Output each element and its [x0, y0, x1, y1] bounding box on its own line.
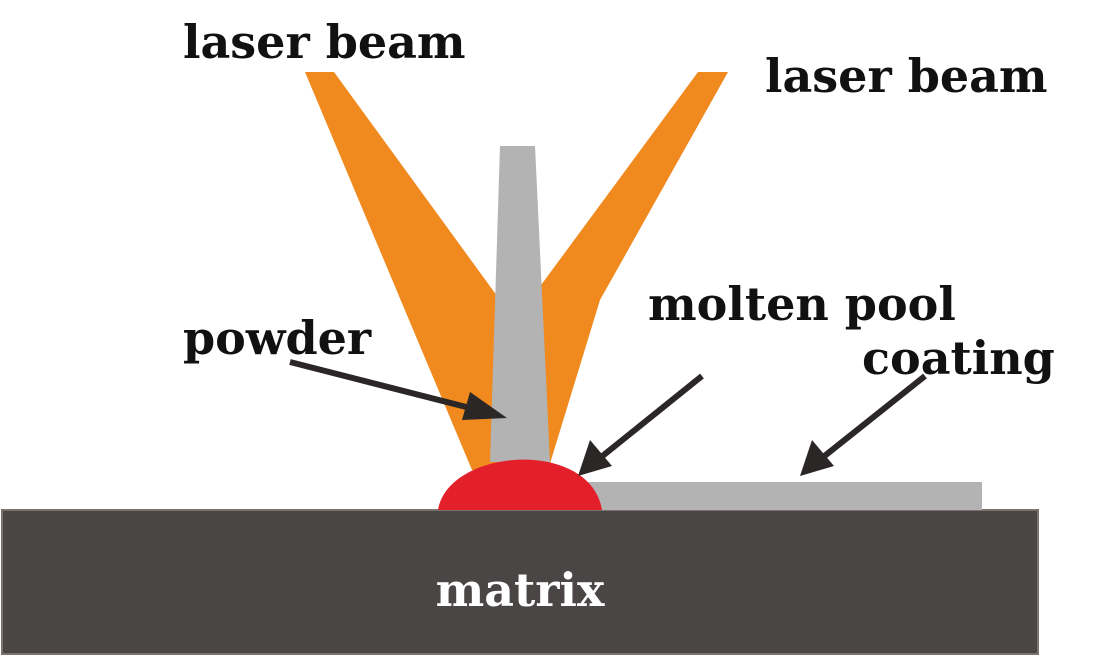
laser-beam-right: [525, 72, 728, 470]
label-laser-beam-left: laser beam: [183, 15, 466, 69]
molten-pool: [438, 459, 602, 510]
molten-pool-arrow: [578, 373, 704, 476]
label-laser-beam-right: laser beam: [765, 49, 1048, 103]
powder-nozzle: [490, 146, 550, 462]
label-coating: coating: [862, 331, 1055, 385]
laser-beam-left: [305, 72, 530, 470]
label-powder: powder: [183, 311, 372, 365]
coating-arrow: [800, 373, 927, 476]
label-matrix: matrix: [436, 563, 605, 617]
powder-arrow: [289, 359, 507, 420]
matrix-block: [1, 509, 1039, 655]
label-molten-pool: molten pool: [648, 277, 956, 331]
coating-layer: [585, 482, 982, 510]
